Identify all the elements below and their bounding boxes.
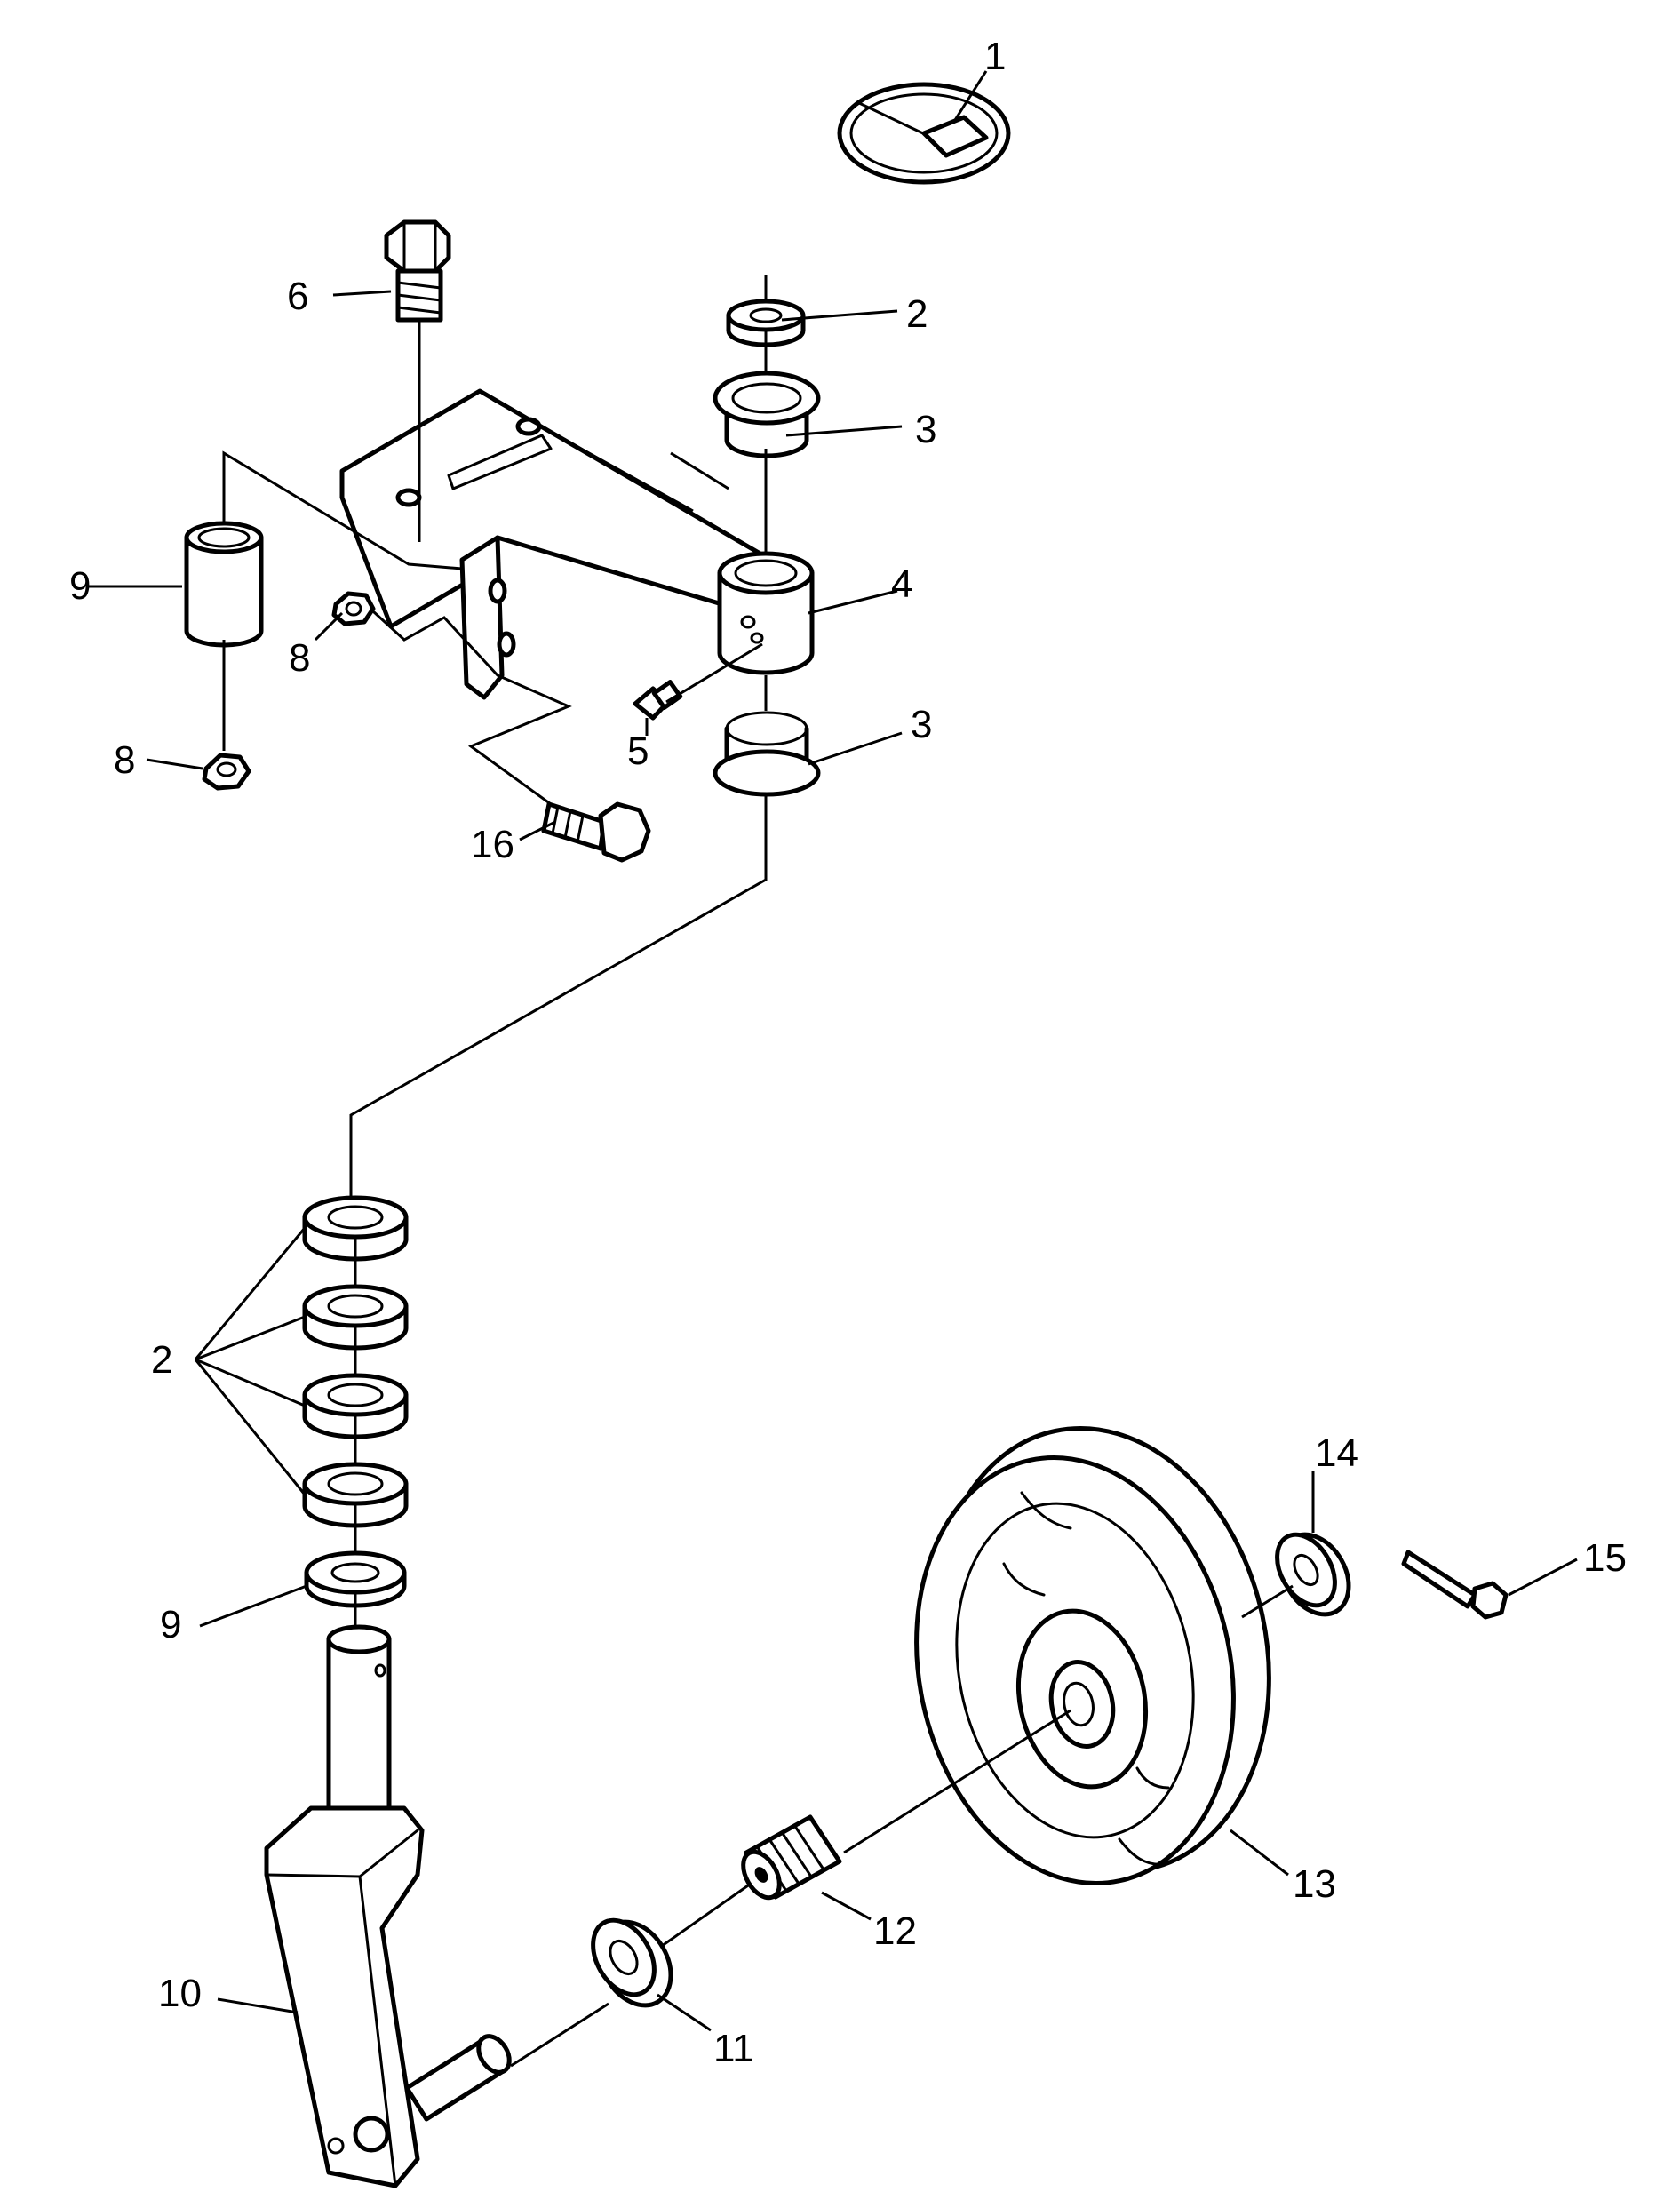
assembly-lines <box>222 275 1294 2068</box>
part-3-bottom-bushing <box>713 711 821 797</box>
callout-labels: 1 6 2 3 4 9 8 8 5 3 16 2 9 10 11 12 13 1… <box>69 35 1627 2070</box>
part-6-bolt <box>384 219 451 323</box>
callout-10: 10 <box>158 1972 202 2015</box>
callout-13: 13 <box>1293 1862 1336 1906</box>
callout-12: 12 <box>873 1909 917 1953</box>
callout-16: 16 <box>471 823 514 866</box>
callout-2-top: 2 <box>906 292 928 336</box>
part-1-lynch-pin <box>837 82 1011 185</box>
part-5-grease-fitting <box>633 679 683 721</box>
part-8-lower-nut <box>202 753 251 791</box>
callout-1: 1 <box>984 35 1006 78</box>
callout-3-top: 3 <box>915 408 936 451</box>
part-15-pin <box>1401 1550 1509 1620</box>
part-10-caster-fork <box>264 1624 512 2188</box>
part-9-upper-spacer <box>184 521 264 648</box>
callout-8-lower: 8 <box>114 738 135 782</box>
callout-leaders <box>89 70 1578 2032</box>
part-8-upper-nut <box>331 591 376 626</box>
part-12-roller-bearing <box>741 1814 842 1901</box>
callout-11: 11 <box>713 2027 754 2070</box>
callout-9-lower: 9 <box>160 1603 181 1646</box>
callout-15: 15 <box>1583 1536 1627 1580</box>
callout-4: 4 <box>891 562 912 606</box>
callout-5: 5 <box>627 729 649 773</box>
callout-2-stack: 2 <box>151 1338 172 1382</box>
part-11-bearing <box>591 1917 673 2008</box>
part-16-bolt <box>541 801 651 863</box>
part-3-top-bushing <box>713 371 821 458</box>
callout-3-bottom: 3 <box>911 703 932 746</box>
part-13-wheel <box>914 1426 1271 1885</box>
callout-6: 6 <box>287 275 308 318</box>
callout-8-upper: 8 <box>289 636 310 680</box>
callout-14: 14 <box>1315 1431 1358 1475</box>
callout-9-upper: 9 <box>69 564 91 608</box>
part-14-washer <box>1275 1532 1351 1617</box>
